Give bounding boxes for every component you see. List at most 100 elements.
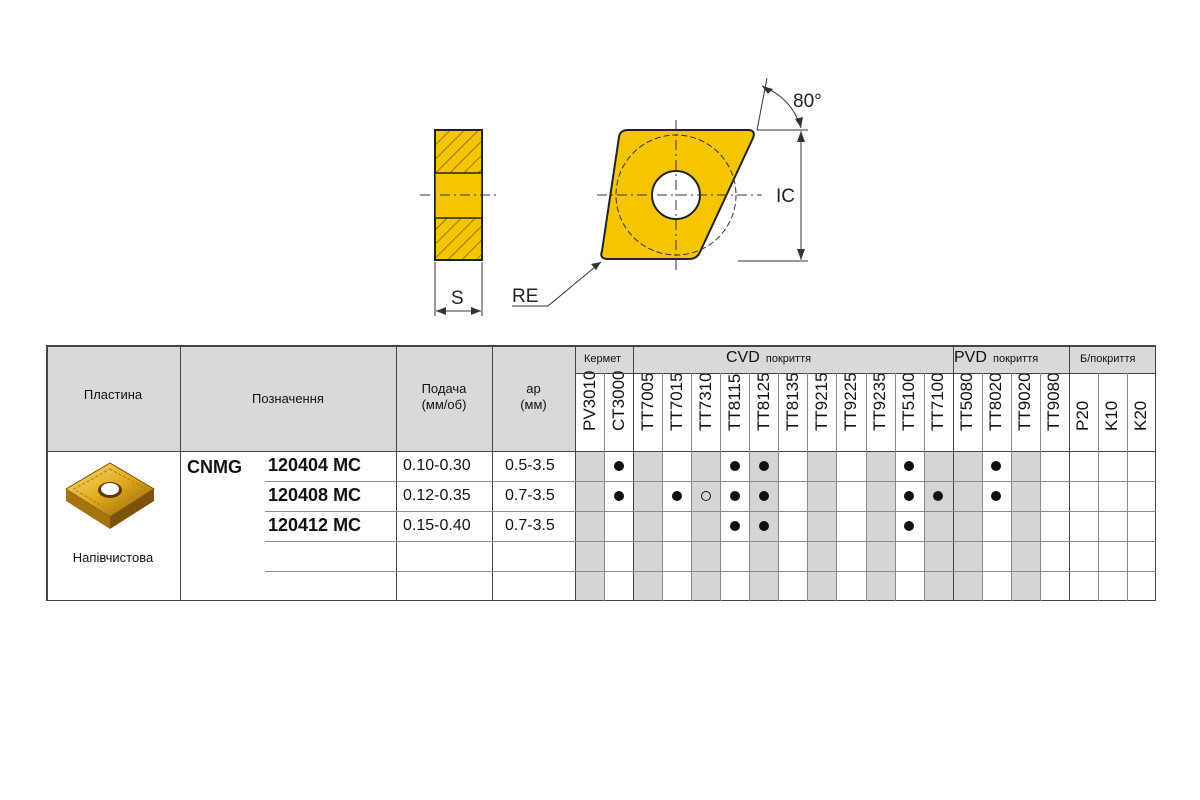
table-rule (778, 373, 780, 601)
designation-column-header: Позначення (252, 391, 324, 406)
depth-column-header: ap (мм) (520, 381, 547, 412)
grade-header-k20: K20 (1131, 400, 1151, 431)
grade-column-shading (865, 451, 895, 601)
insert-type-label: Напівчистова (72, 550, 154, 565)
table-rule (633, 345, 635, 601)
uncoated-group-header: Б/покриття (1080, 353, 1136, 365)
grade-column-shading (952, 451, 982, 601)
recommended-grade-dot (604, 481, 633, 510)
feed-range: 0.12-0.35 (403, 487, 471, 504)
grade-header-pv3010: PV3010 (579, 370, 599, 432)
table-rule (923, 373, 925, 601)
recommended-grade-dot (895, 451, 924, 480)
recommended-grade-dot (749, 481, 778, 510)
cvd-group-header: CVD покриття (726, 349, 812, 366)
table-rule (46, 345, 1156, 347)
table-rule (46, 451, 1156, 453)
grade-header-tt7310: TT7310 (695, 372, 715, 431)
corner-radius-label: RE (512, 286, 538, 307)
table-rule (720, 373, 722, 601)
table-rule (265, 541, 1156, 542)
recommended-grade-dot (662, 481, 691, 510)
feed-range: 0.15-0.40 (403, 517, 471, 534)
grade-header-ct3000: CT3000 (608, 370, 628, 431)
table-rule (1097, 373, 1099, 601)
recommended-grade-dot (720, 451, 749, 480)
table-rule (981, 373, 983, 601)
grade-header-tt9020: TT9020 (1015, 372, 1035, 431)
table-rule (1010, 373, 1012, 601)
table-rule (46, 599, 1156, 601)
table-rule (265, 571, 1156, 572)
inscribed-circle-label: IC (776, 186, 795, 207)
feed-range: 0.10-0.30 (403, 457, 471, 474)
group-header-background (575, 345, 1156, 373)
table-rule (1039, 373, 1041, 601)
table-rule (265, 511, 1156, 512)
grade-header-tt8020: TT8020 (986, 372, 1006, 431)
grade-column-shading (923, 451, 953, 601)
header-background (46, 345, 575, 451)
recommended-grade-dot (982, 481, 1011, 510)
cermet-group-header: Кермет (584, 353, 621, 365)
grade-column-shading (691, 451, 721, 601)
recommended-grade-dot (895, 481, 924, 510)
angle-label: 80° (793, 91, 822, 112)
grade-header-tt9225: TT9225 (840, 372, 860, 431)
grade-header-tt7015: TT7015 (666, 372, 686, 431)
table-rule (1068, 345, 1071, 601)
side-view: S (420, 129, 498, 316)
table-rule (865, 373, 867, 601)
depth-range: 0.7-3.5 (505, 487, 555, 504)
table-rule (1126, 373, 1128, 601)
recommended-grade-dot (720, 481, 749, 510)
grade-header-p20: P20 (1073, 400, 1093, 431)
designation-code: 120408 MC (268, 485, 362, 505)
recommended-grade-dot (604, 451, 633, 480)
grade-header-tt9215: TT9215 (811, 372, 831, 431)
grade-header-tt9080: TT9080 (1044, 372, 1064, 431)
grade-header-tt5080: TT5080 (957, 372, 977, 431)
grade-header-k10: K10 (1102, 400, 1122, 431)
grade-column-shading (1010, 451, 1040, 601)
table-rule (894, 373, 896, 601)
recommended-grade-dot (749, 511, 778, 540)
grade-header-tt8125: TT8125 (753, 372, 773, 431)
table-rule (836, 373, 838, 601)
table-rule (575, 345, 577, 601)
recommended-grade-dot (895, 511, 924, 540)
insert-photo (65, 462, 155, 529)
recommended-grade-dot (982, 451, 1011, 480)
grade-header-tt7005: TT7005 (637, 372, 657, 431)
grade-selection-table: Пластина Позначення Подача (мм/об) ap (м… (46, 345, 1156, 601)
table-rule (265, 481, 1156, 482)
table-rule (604, 373, 605, 601)
table-rule (1154, 345, 1156, 601)
table-rule (180, 345, 182, 601)
table-rule (46, 345, 48, 601)
grade-header-tt5100: TT5100 (899, 372, 919, 431)
table-rule (662, 373, 663, 601)
shape-code: CNMG (187, 457, 242, 477)
designation-code: 120404 MC (268, 455, 362, 475)
recommended-grade-dot (749, 451, 778, 480)
insert-column-header: Пластина (83, 387, 143, 402)
grade-header-tt7100: TT7100 (928, 372, 948, 431)
table-rule (952, 345, 954, 601)
table-rule (396, 345, 398, 601)
thickness-label: S (451, 288, 464, 309)
designation-code: 120412 MC (268, 515, 362, 535)
feed-column-header: Подача (мм/об) (421, 381, 467, 412)
grade-column-shading (633, 451, 663, 601)
grade-header-tt8115: TT8115 (724, 373, 744, 431)
table-rule (749, 373, 751, 601)
recommended-grade-dot (720, 511, 749, 540)
recommended-grade-dot (924, 481, 953, 510)
grade-header-tt9235: TT9235 (870, 372, 889, 431)
grade-column-shading (807, 451, 837, 601)
alternative-grade-circle (691, 481, 720, 510)
grade-column-shading (575, 451, 605, 601)
top-view: IC 80° RE (512, 77, 822, 307)
table-rule (807, 373, 809, 601)
insert-technical-drawing: S IC 80° RE (420, 77, 822, 316)
